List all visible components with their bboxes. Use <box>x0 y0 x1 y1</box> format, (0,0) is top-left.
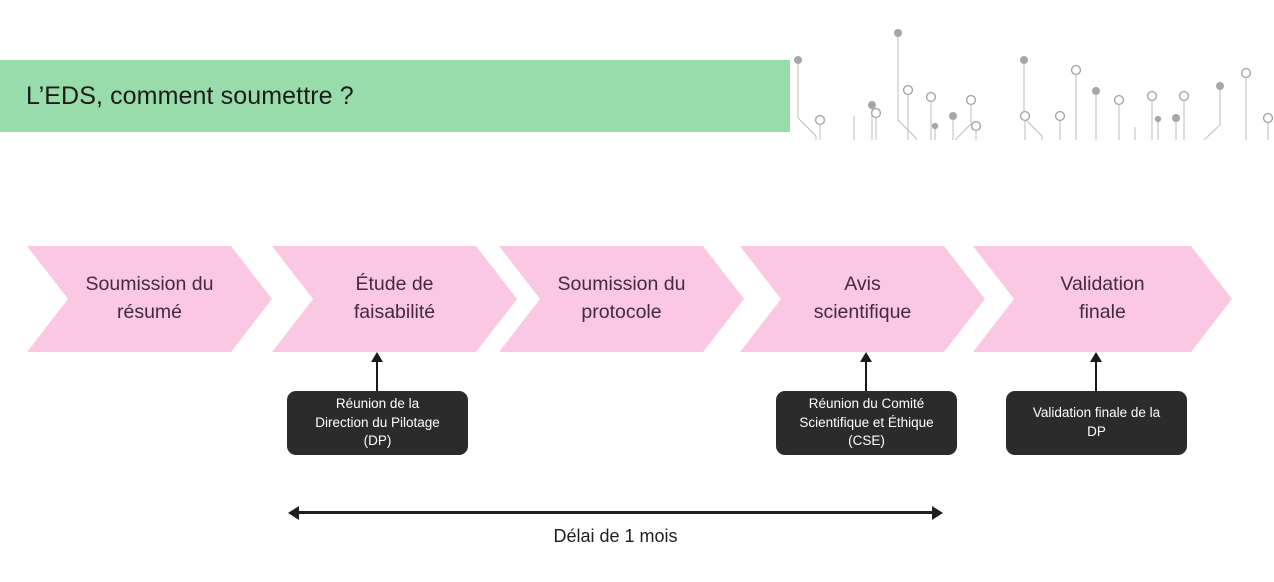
process-step-2-line2: faisabilité <box>353 301 436 323</box>
process-chevron-row: Soumission du résumé Étude de faisabilit… <box>0 246 1274 352</box>
process-step-1-label: Soumission du résumé <box>80 271 220 326</box>
process-step-4-line2: scientifique <box>813 301 912 323</box>
title-banner: L’EDS, comment soumettre ? <box>0 60 790 132</box>
process-step-3-label: Soumission du protocole <box>552 271 692 326</box>
duration-caption: Délai de 1 mois <box>553 526 678 546</box>
note-box-3-text: Validation finale de la DP <box>1025 404 1168 442</box>
measure-line <box>297 511 934 514</box>
note-box-3-line2: DP <box>1087 424 1106 439</box>
process-step-3[interactable]: Soumission du protocole <box>499 246 744 352</box>
process-step-1-line2: résumé <box>116 301 183 323</box>
process-step-4[interactable]: Avis scientifique <box>740 246 985 352</box>
process-step-5-line2: finale <box>1079 301 1126 323</box>
note-box-direction-pilotage[interactable]: Réunion de la Direction du Pilotage (DP) <box>287 391 468 455</box>
callout-up-arrow-2 <box>859 352 873 392</box>
process-step-3-line1: Soumission du <box>557 273 686 296</box>
note-box-1-line2: Direction du Pilotage <box>315 414 440 430</box>
arrow-stem <box>376 359 378 392</box>
note-box-1-line1: Réunion de la <box>335 395 420 411</box>
note-box-comite-scientifique-ethique[interactable]: Réunion du Comité Scientifique et Éthiqu… <box>776 391 957 455</box>
process-step-2-line1: Étude de <box>355 273 434 296</box>
arrow-stem <box>865 359 867 392</box>
process-step-4-line1: Avis <box>844 273 881 296</box>
arrow-head-right-icon <box>932 505 943 520</box>
arrow-head-icon <box>371 352 383 362</box>
duration-double-arrow-icon <box>288 505 943 520</box>
callout-up-arrow-1 <box>370 352 384 392</box>
process-step-5-line1: Validation <box>1060 273 1145 296</box>
circuit-dots-pattern-icon <box>794 29 1274 140</box>
arrow-stem <box>1095 359 1097 392</box>
process-step-5-label: Validation finale <box>1054 271 1150 326</box>
process-step-4-label: Avis scientifique <box>808 271 918 326</box>
process-step-2[interactable]: Étude de faisabilité <box>272 246 517 352</box>
note-box-3-line1: Validation finale de la <box>1032 405 1161 421</box>
process-step-5[interactable]: Validation finale <box>973 246 1232 352</box>
note-box-2-line2: Scientifique et Éthique <box>799 414 934 430</box>
arrow-head-left-icon <box>288 505 299 520</box>
page-title: L’EDS, comment soumettre ? <box>26 81 354 110</box>
process-step-2-label: Étude de faisabilité <box>348 271 441 326</box>
process-step-1[interactable]: Soumission du résumé <box>27 246 272 352</box>
note-box-1-line3: (DP) <box>363 433 392 449</box>
arrow-head-icon <box>1090 352 1102 362</box>
callout-up-arrow-3 <box>1089 352 1103 392</box>
note-box-2-text: Réunion du Comité Scientifique et Éthiqu… <box>791 395 941 452</box>
process-step-1-line1: Soumission du <box>85 273 214 296</box>
process-step-3-line2: protocole <box>581 301 662 323</box>
note-box-1-text: Réunion de la Direction du Pilotage (DP) <box>307 395 448 452</box>
note-box-2-line3: (CSE) <box>848 433 885 449</box>
note-box-validation-finale-dp[interactable]: Validation finale de la DP <box>1006 391 1187 455</box>
arrow-head-icon <box>860 352 872 362</box>
note-box-2-line1: Réunion du Comité <box>808 395 925 411</box>
